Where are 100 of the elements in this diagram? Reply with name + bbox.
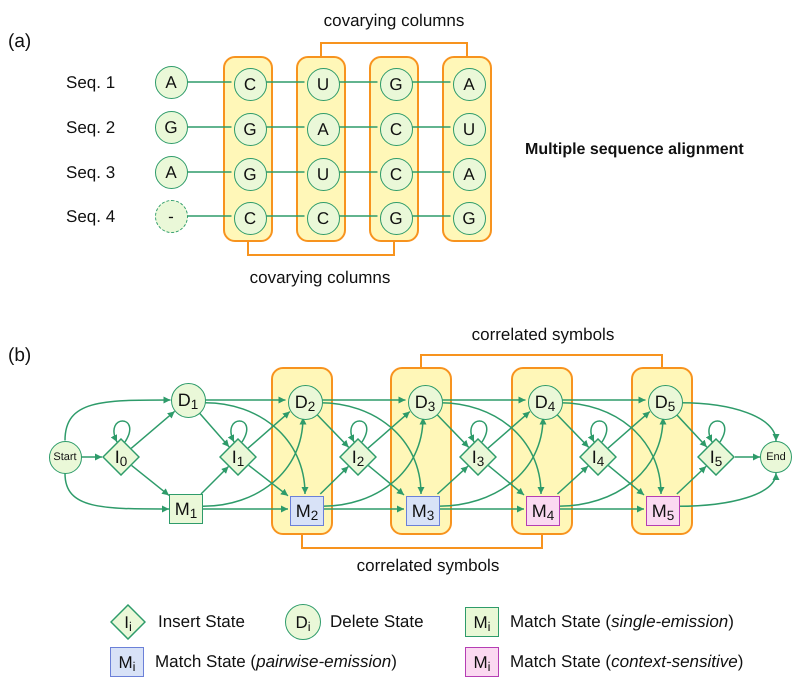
nucleotide-circle: G — [234, 112, 266, 146]
text-label: Seq. 4 — [66, 206, 116, 228]
arrow — [202, 417, 306, 508]
column-highlight — [442, 56, 492, 242]
connector-line — [188, 81, 232, 83]
terminal-state-circle: End — [760, 441, 792, 473]
nucleotide-circle: G — [154, 110, 188, 144]
arrow — [588, 420, 608, 442]
bracket-line — [420, 354, 663, 367]
column-highlight — [511, 367, 573, 535]
arrow — [111, 420, 130, 442]
connector-line — [264, 171, 304, 173]
arrow — [314, 412, 350, 448]
arrow — [558, 506, 644, 512]
legend-text: Match State (pairwise-emission) — [155, 653, 397, 670]
arrow — [248, 410, 290, 449]
column-highlight — [296, 56, 346, 242]
nucleotide-circle: G — [380, 68, 412, 100]
legend-symbol-text: M$_{i}$ — [118, 654, 136, 670]
arrow — [348, 420, 368, 442]
insert-state-diamond: I$_{5}$ — [697, 438, 735, 476]
arrow — [130, 410, 176, 449]
text-label: Seq. 3 — [66, 162, 116, 184]
arrow — [198, 412, 230, 448]
arrow — [436, 466, 469, 495]
arrow — [676, 466, 707, 495]
connector-line — [410, 171, 450, 173]
nucleotide-circle: C — [306, 202, 340, 234]
arrow — [558, 417, 666, 508]
insert-state-diamond: I$_{1}$ — [219, 438, 257, 476]
delete-state-circle: D$_{5}$ — [648, 384, 682, 420]
connector-line — [338, 215, 378, 217]
nucleotide-circle: G — [234, 158, 266, 190]
arrow — [206, 396, 286, 404]
nucleotide-circle: C — [380, 158, 412, 190]
arrow — [608, 410, 650, 449]
arrow — [608, 465, 644, 496]
bracket-line — [301, 535, 543, 549]
nucleotide-circle: C — [380, 112, 412, 146]
nucleotide-circle: A — [306, 112, 340, 146]
connector-line — [338, 126, 378, 128]
column-highlight — [271, 367, 333, 535]
nucleotide-circle: U — [452, 112, 486, 146]
connector-line — [188, 215, 232, 217]
arrow — [322, 417, 426, 508]
nucleotide-circle: U — [306, 68, 340, 100]
delete-state-circle: D$_{1}$ — [170, 382, 206, 418]
legend-symbol-text: M$_{i}$ — [473, 654, 490, 670]
connector-line — [338, 81, 378, 83]
arrow — [440, 402, 544, 494]
arrow — [678, 472, 778, 508]
column-highlight — [631, 367, 693, 535]
arrow — [82, 454, 102, 460]
connector-line — [264, 126, 304, 128]
nucleotide-circle: U — [306, 158, 340, 190]
context-match-state-box: M$_{4}$ — [526, 496, 560, 526]
arrow — [320, 396, 406, 404]
connector-line — [410, 215, 450, 217]
arrow — [205, 402, 308, 494]
nucleotide-circle: A — [154, 156, 188, 188]
arrow — [438, 417, 546, 508]
connector-line — [338, 171, 378, 173]
arrow — [554, 412, 590, 448]
legend-text: Insert State — [158, 613, 245, 630]
arrow — [556, 466, 589, 495]
column-highlight — [369, 56, 419, 242]
legend-symbol-text: I$_{i}$ — [124, 614, 132, 630]
arrow — [131, 464, 170, 496]
nucleotide-circle: G — [380, 202, 412, 234]
arrow — [248, 464, 288, 496]
arrow — [438, 506, 524, 512]
bracket-line — [320, 42, 468, 56]
context-match-state-box: M$_{5}$ — [646, 496, 680, 526]
arrow — [735, 454, 760, 460]
nucleotide-circle: A — [154, 66, 188, 98]
arrow — [680, 402, 778, 442]
arrow — [64, 396, 170, 441]
arrow — [560, 402, 664, 494]
arrow — [488, 410, 530, 449]
arrow — [322, 506, 404, 512]
gap-circle: - — [154, 200, 188, 232]
insert-state-diamond: I$_{4}$ — [579, 438, 617, 476]
pairwise-match-state-box: M$_{3}$ — [406, 496, 440, 526]
edge-label: covarying columns — [248, 267, 392, 289]
legend-text: Delete State — [330, 613, 424, 630]
arrow — [706, 420, 726, 442]
connector-line — [264, 81, 304, 83]
arrow — [488, 465, 524, 496]
arrow — [434, 412, 470, 448]
arrow — [64, 473, 169, 512]
nucleotide-circle: C — [234, 68, 266, 100]
text-label: (b) — [8, 344, 32, 368]
connector-line — [264, 215, 304, 217]
nucleotide-circle: C — [234, 202, 266, 234]
bracket-line — [247, 242, 395, 256]
delete-state-circle: D$_{3}$ — [408, 384, 442, 420]
edge-label: correlated symbols — [470, 324, 616, 346]
legend-text: Match State (single-emission) — [510, 613, 734, 630]
insert-state-diamond: I$_{0}$ — [102, 438, 140, 476]
arrow — [440, 396, 526, 404]
